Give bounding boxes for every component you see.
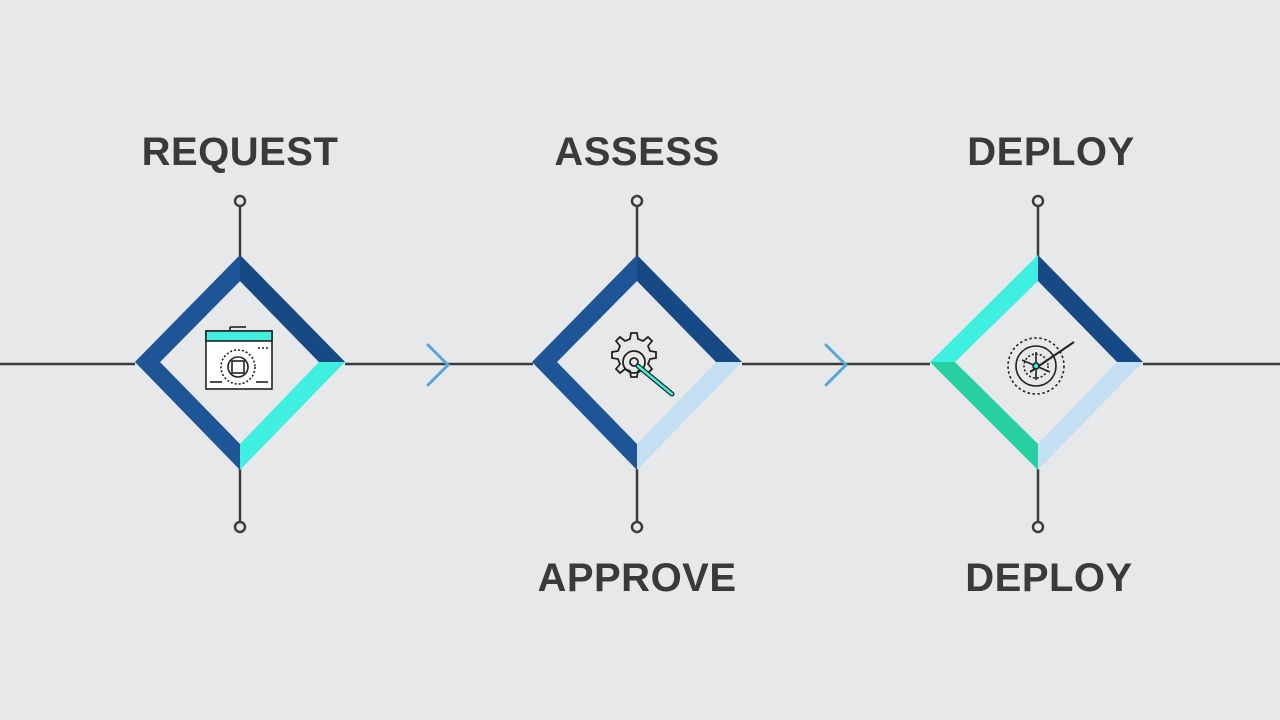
gear-wrench-icon: [611, 332, 675, 397]
step-title-assess: ASSESS: [554, 130, 720, 174]
diamond-edge-bottom-right: [637, 362, 742, 470]
radar-target-icon: [1007, 337, 1075, 395]
diamond-edge-top-right: [637, 255, 742, 362]
connector-node-top: [233, 194, 247, 208]
step-request: [135, 194, 345, 534]
arrow-icon-2: [824, 343, 848, 387]
step-assess: [532, 194, 742, 534]
step-title-request: REQUEST: [141, 130, 339, 174]
connector-node-bottom: [1031, 520, 1045, 534]
connector-node-top: [630, 194, 644, 208]
step-subtitle-deploy: DEPLOY: [965, 556, 1133, 600]
browser-window-target-icon: [205, 326, 273, 390]
diamond-edge-top-right: [1038, 255, 1143, 362]
diamond-edge-top-left: [532, 255, 637, 362]
diamond-edge-bottom-right: [1038, 362, 1143, 470]
diamond-edge-bottom-left: [135, 362, 240, 470]
step-title-deploy: DEPLOY: [967, 130, 1135, 174]
step-subtitle-approve: APPROVE: [537, 556, 737, 600]
step-deploy: [930, 194, 1143, 534]
diamond-edge-top-right: [240, 255, 345, 362]
arrow-icon-1: [426, 343, 450, 387]
diamond-edge-top-left-2: [135, 255, 240, 362]
diamond-edge-bottom-left: [532, 362, 637, 470]
diamond-edge-bottom-left: [930, 362, 1038, 470]
connector-node-bottom: [630, 520, 644, 534]
connector-node-bottom: [233, 520, 247, 534]
diamond-edge-top-left: [930, 255, 1038, 362]
connector-node-top: [1031, 194, 1045, 208]
diamond-edge-bottom-right: [240, 362, 345, 470]
